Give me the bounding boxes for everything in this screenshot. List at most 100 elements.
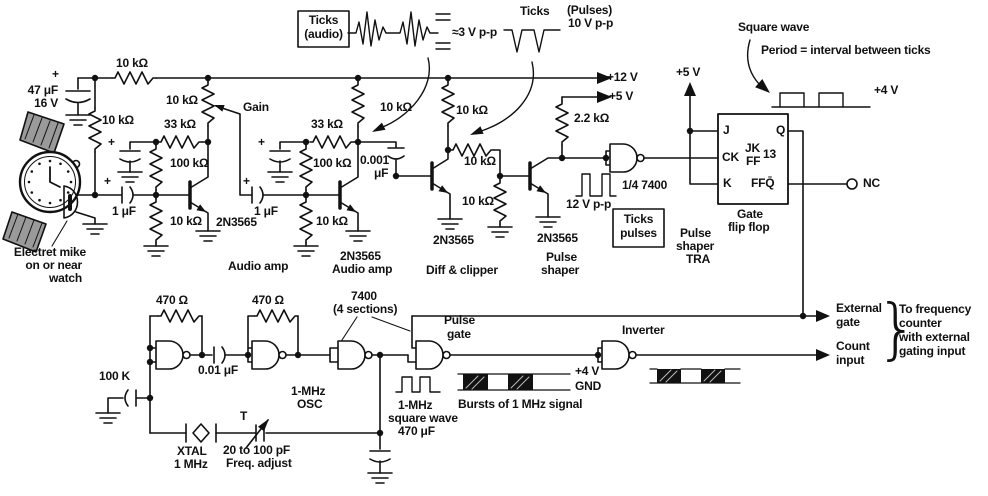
label-rbase-3: 10 kΩ [462, 194, 494, 208]
label-mic-caption-1: Electret mike [13, 245, 86, 259]
label-stage1-name: Audio amp [228, 259, 289, 273]
label-osc-name-1: 1-MHz [291, 384, 326, 398]
waveform-1mhz [395, 376, 441, 393]
label-stage2-name: Audio amp [332, 262, 393, 276]
label-ticks-pulses-1: Ticks [623, 212, 654, 226]
label-q1: 2N3565 [216, 215, 257, 229]
label-pulses-paren: (Pulses) [567, 3, 613, 17]
label-cap0001-value: 0.001 [360, 153, 390, 167]
label-gain: Gain [243, 100, 269, 114]
label-12v-pp: 12 V p-p [566, 197, 612, 211]
label-shaper-tra-2: shaper [676, 239, 715, 253]
label-xtal-1: XTAL [177, 444, 207, 458]
ff-pin-q: Q [776, 123, 786, 137]
jk-flipflop-box [684, 82, 858, 317]
label-r33k-1: 33 kΩ [164, 117, 196, 131]
label-mic-caption-2: on or near [25, 258, 82, 272]
waveform-audio-ticks [347, 11, 451, 132]
plus-sign-bypass1: + [108, 135, 115, 149]
ff-pin-qbar: FFQ̄ [751, 176, 775, 190]
waveform-bursts-1 [457, 373, 571, 391]
label-trim-adjust: Freq. adjust [226, 456, 292, 470]
label-r22k: 2.2 kΩ [574, 111, 610, 125]
label-gnd-burst: GND [575, 379, 602, 393]
label-bursts-caption: Bursts of 1 MHz signal [458, 397, 583, 411]
amp2-circuit [251, 77, 405, 257]
waveform-tick-pulses [470, 29, 561, 135]
label-ticks-audio-2: (audio) [304, 27, 343, 41]
waveform-square-wave [746, 39, 871, 108]
inverter-circuit [597, 340, 830, 370]
label-plus4v-square: +4 V [874, 83, 899, 97]
label-trim-range: 20 to 100 pF [223, 443, 290, 457]
ff-pin-k: K [723, 176, 732, 190]
label-pulses-level: 10 V p-p [568, 16, 614, 30]
label-square-wave: Square wave [738, 20, 810, 34]
ticks-pulses-box [612, 208, 665, 248]
label-capin-2: 1 μF [254, 204, 278, 218]
label-resistor-bias: 10 kΩ [102, 113, 134, 127]
label-external-2: gate [836, 315, 860, 329]
label-shaper-tra-1: Pulse [680, 226, 712, 240]
label-rbase-1: 10 kΩ [170, 214, 202, 228]
label-stage3-name: Diff & clipper [426, 263, 498, 277]
ticks-audio-box [297, 10, 350, 48]
label-r33k-2: 33 kΩ [311, 117, 343, 131]
plus-sign-capin1: + [104, 174, 111, 188]
brace-symbol: } [876, 290, 918, 367]
label-stage4-name-1: Pulse [546, 250, 578, 264]
label-q3: 2N3565 [433, 233, 474, 247]
ff-device-1: JK [745, 141, 760, 155]
plus-sign-cap47: + [52, 67, 59, 81]
label-plus5v: +5 V [609, 89, 634, 103]
ff-pin-13: 13 [763, 147, 776, 161]
label-shaper-tra-3: TRA [686, 252, 711, 266]
label-470-2: 470 Ω [252, 293, 284, 307]
label-period-note: Period = interval between ticks [761, 43, 931, 57]
label-pulse-gate-1: Pulse [444, 313, 476, 327]
watch-illustration [2, 111, 82, 253]
label-external-1: External [836, 301, 882, 315]
label-rcoll-3: 10 kΩ [456, 103, 488, 117]
label-plus4v-burst: +4 V [575, 364, 600, 378]
label-1mhz-wave-1: 1-MHz [398, 398, 433, 412]
label-q4: 2N3565 [537, 231, 578, 245]
label-rcoll-2: 10 kΩ [380, 100, 412, 114]
label-quarter-7400: 1/4 7400 [622, 178, 668, 192]
label-001uf: 0.01 μF [198, 363, 238, 377]
oscillator-circuit [95, 309, 411, 484]
label-rmid-3: 10 kΩ [464, 154, 496, 168]
label-cap47-value: 47 μF [27, 83, 59, 97]
ff-pin-j: J [723, 123, 730, 137]
plus-sign-bypass2: + [258, 135, 265, 149]
label-plus12v: +12 V [607, 70, 638, 84]
label-plus5v-ff: +5 V [676, 65, 701, 79]
label-gate-ff-1: Gate [737, 207, 763, 221]
label-dest-3: with external [899, 330, 970, 344]
junction-dots [91, 74, 807, 437]
label-ticks-audio-1: Ticks [308, 13, 339, 27]
label-resistor-series: 10 kΩ [116, 56, 148, 70]
label-1mhz-wave-3: 470 μF [398, 424, 435, 438]
label-pot-value: 10 kΩ [166, 93, 198, 107]
label-r100k-2: 100 kΩ [313, 156, 352, 170]
label-osc-name-2: OSC [297, 397, 323, 411]
label-count-1: Count [836, 339, 870, 353]
label-cap0001-unit: μF [374, 166, 389, 180]
waveform-12v-pulses [575, 173, 617, 197]
label-pulse-gate-2: gate [447, 327, 471, 341]
label-dest-4: gating input [899, 344, 966, 358]
waveform-bursts-2 [649, 368, 741, 384]
label-capin-1: 1 μF [112, 204, 136, 218]
label-nc: NC [863, 176, 880, 190]
label-q2: 2N3565 [340, 249, 381, 263]
label-cap47-voltage: 16 V [34, 96, 58, 110]
label-mic-caption-3: watch [48, 271, 82, 285]
label-7400-ic: 7400 [351, 289, 377, 303]
label-dest-1: To frequency [899, 302, 972, 316]
label-ticks-pulses-2: pulses [620, 226, 657, 240]
pulse-gate-circuit [407, 315, 599, 370]
label-gate-ff-2: flip flop [728, 220, 770, 234]
ff-device-2: FF [746, 154, 761, 168]
label-7400-sections: (4 sections) [333, 302, 398, 316]
